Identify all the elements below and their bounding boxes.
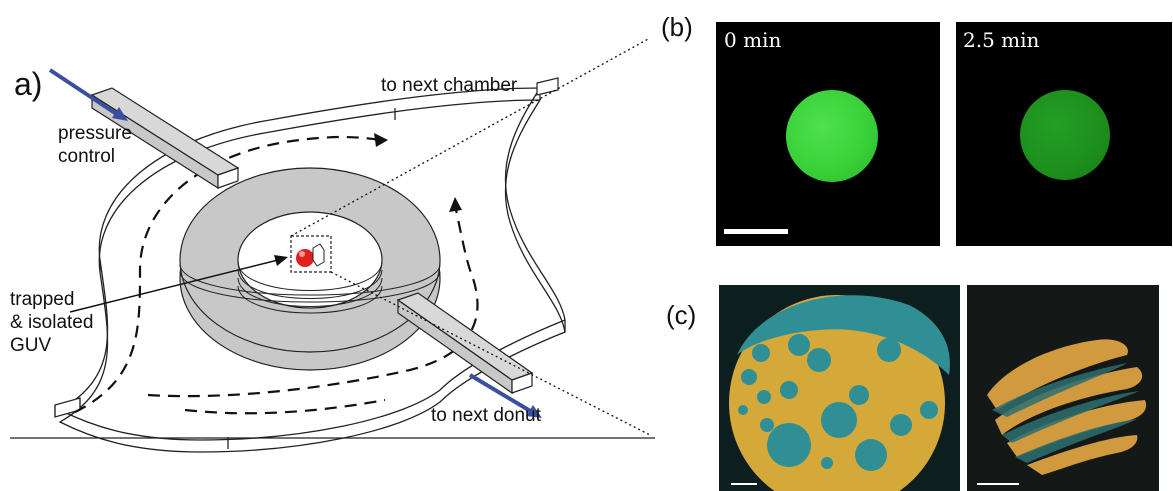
blue-flow-arrows (48, 68, 542, 418)
micrograph-0min (716, 22, 940, 246)
next-donut-channel (396, 292, 534, 395)
flow-arrowheads (374, 133, 462, 212)
time-label-0: 0 min (724, 28, 782, 52)
panel-c-letter: (c) (666, 300, 697, 330)
stripe-domains (987, 339, 1147, 475)
zoom-box (290, 235, 332, 273)
next-donut-label: to next donut (431, 405, 541, 426)
next-chamber-label: to next chamber (381, 75, 518, 96)
flow-path (74, 135, 479, 415)
trapped-guv-label: trapped & isolated GUV (10, 289, 94, 356)
pressure-control-label: pressure control (58, 123, 132, 167)
guv-bright (786, 90, 878, 182)
top-right-channel (536, 77, 559, 96)
panel-a-letter: a) (14, 66, 43, 102)
scale-bar (731, 483, 757, 485)
donut-ring (179, 167, 441, 371)
guv-dim (1020, 90, 1110, 180)
micrograph-domains-left (719, 285, 960, 491)
scale-bar (977, 483, 1019, 485)
cyan-domains (737, 295, 950, 471)
cyan-stripes (992, 363, 1139, 463)
time-label-1: 2.5 min (963, 28, 1040, 52)
scale-bar (724, 229, 788, 234)
micrograph-domains-right (967, 285, 1159, 491)
panel-b-letter: (b) (661, 12, 693, 42)
donut-chamber-diagram (10, 37, 655, 453)
guv-pointer (69, 255, 288, 313)
trapped-guv (290, 235, 332, 273)
micrograph-2-5min (956, 22, 1172, 246)
zoom-lines (290, 37, 651, 436)
